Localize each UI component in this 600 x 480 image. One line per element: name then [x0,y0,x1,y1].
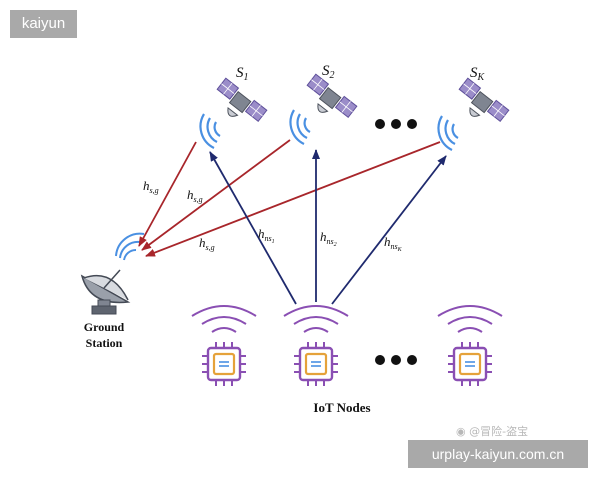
watermark-badge-top-left: kaiyun [10,10,77,38]
iot-node-2 [282,304,350,388]
channel-ns-label-2: hns2 [320,229,337,248]
ground-station-label-line1: Ground [84,320,125,334]
ground-station-label-line2: Station [86,336,123,350]
weibo-watermark: ◉ @冒险-盗宝 [456,423,528,439]
satellite-2 [289,73,358,146]
downlink-arrows [138,139,441,257]
channel-sg-label-k: hs,g [199,235,215,252]
channel-ns-label-k: hnsK [384,234,403,253]
ground-station-icon [80,232,145,315]
iot-ellipsis [375,355,417,365]
satellite-1 [199,77,268,150]
downlink-arrow-k [145,141,441,257]
satellite-k [437,77,510,152]
weibo-icon: ◉ [456,425,466,438]
iot-node-1 [190,304,258,388]
satellite-ellipsis [375,119,417,129]
satellite-k-label: SK [470,65,486,83]
channel-sg-label-2: hs,g [187,187,203,204]
channel-ns-label-1: hns1 [258,226,275,245]
weibo-tag-text: @冒险-盗宝 [469,425,529,438]
uplink-arrow-1 [209,151,297,305]
channel-sg-label-1: hs,g [143,178,159,195]
downlink-arrow-1 [138,141,197,247]
satellite-2-label: S2 [322,63,335,81]
uplink-arrows [209,149,447,305]
watermark-badge-bottom-right: urplay-kaiyun.com.cn [408,440,588,468]
satellite-1-label: S1 [236,65,249,83]
downlink-arrow-2 [141,139,291,251]
uplink-arrow-k [331,155,447,305]
iot-nodes-label: IoT Nodes [313,400,370,415]
iot-node-k [436,304,504,388]
